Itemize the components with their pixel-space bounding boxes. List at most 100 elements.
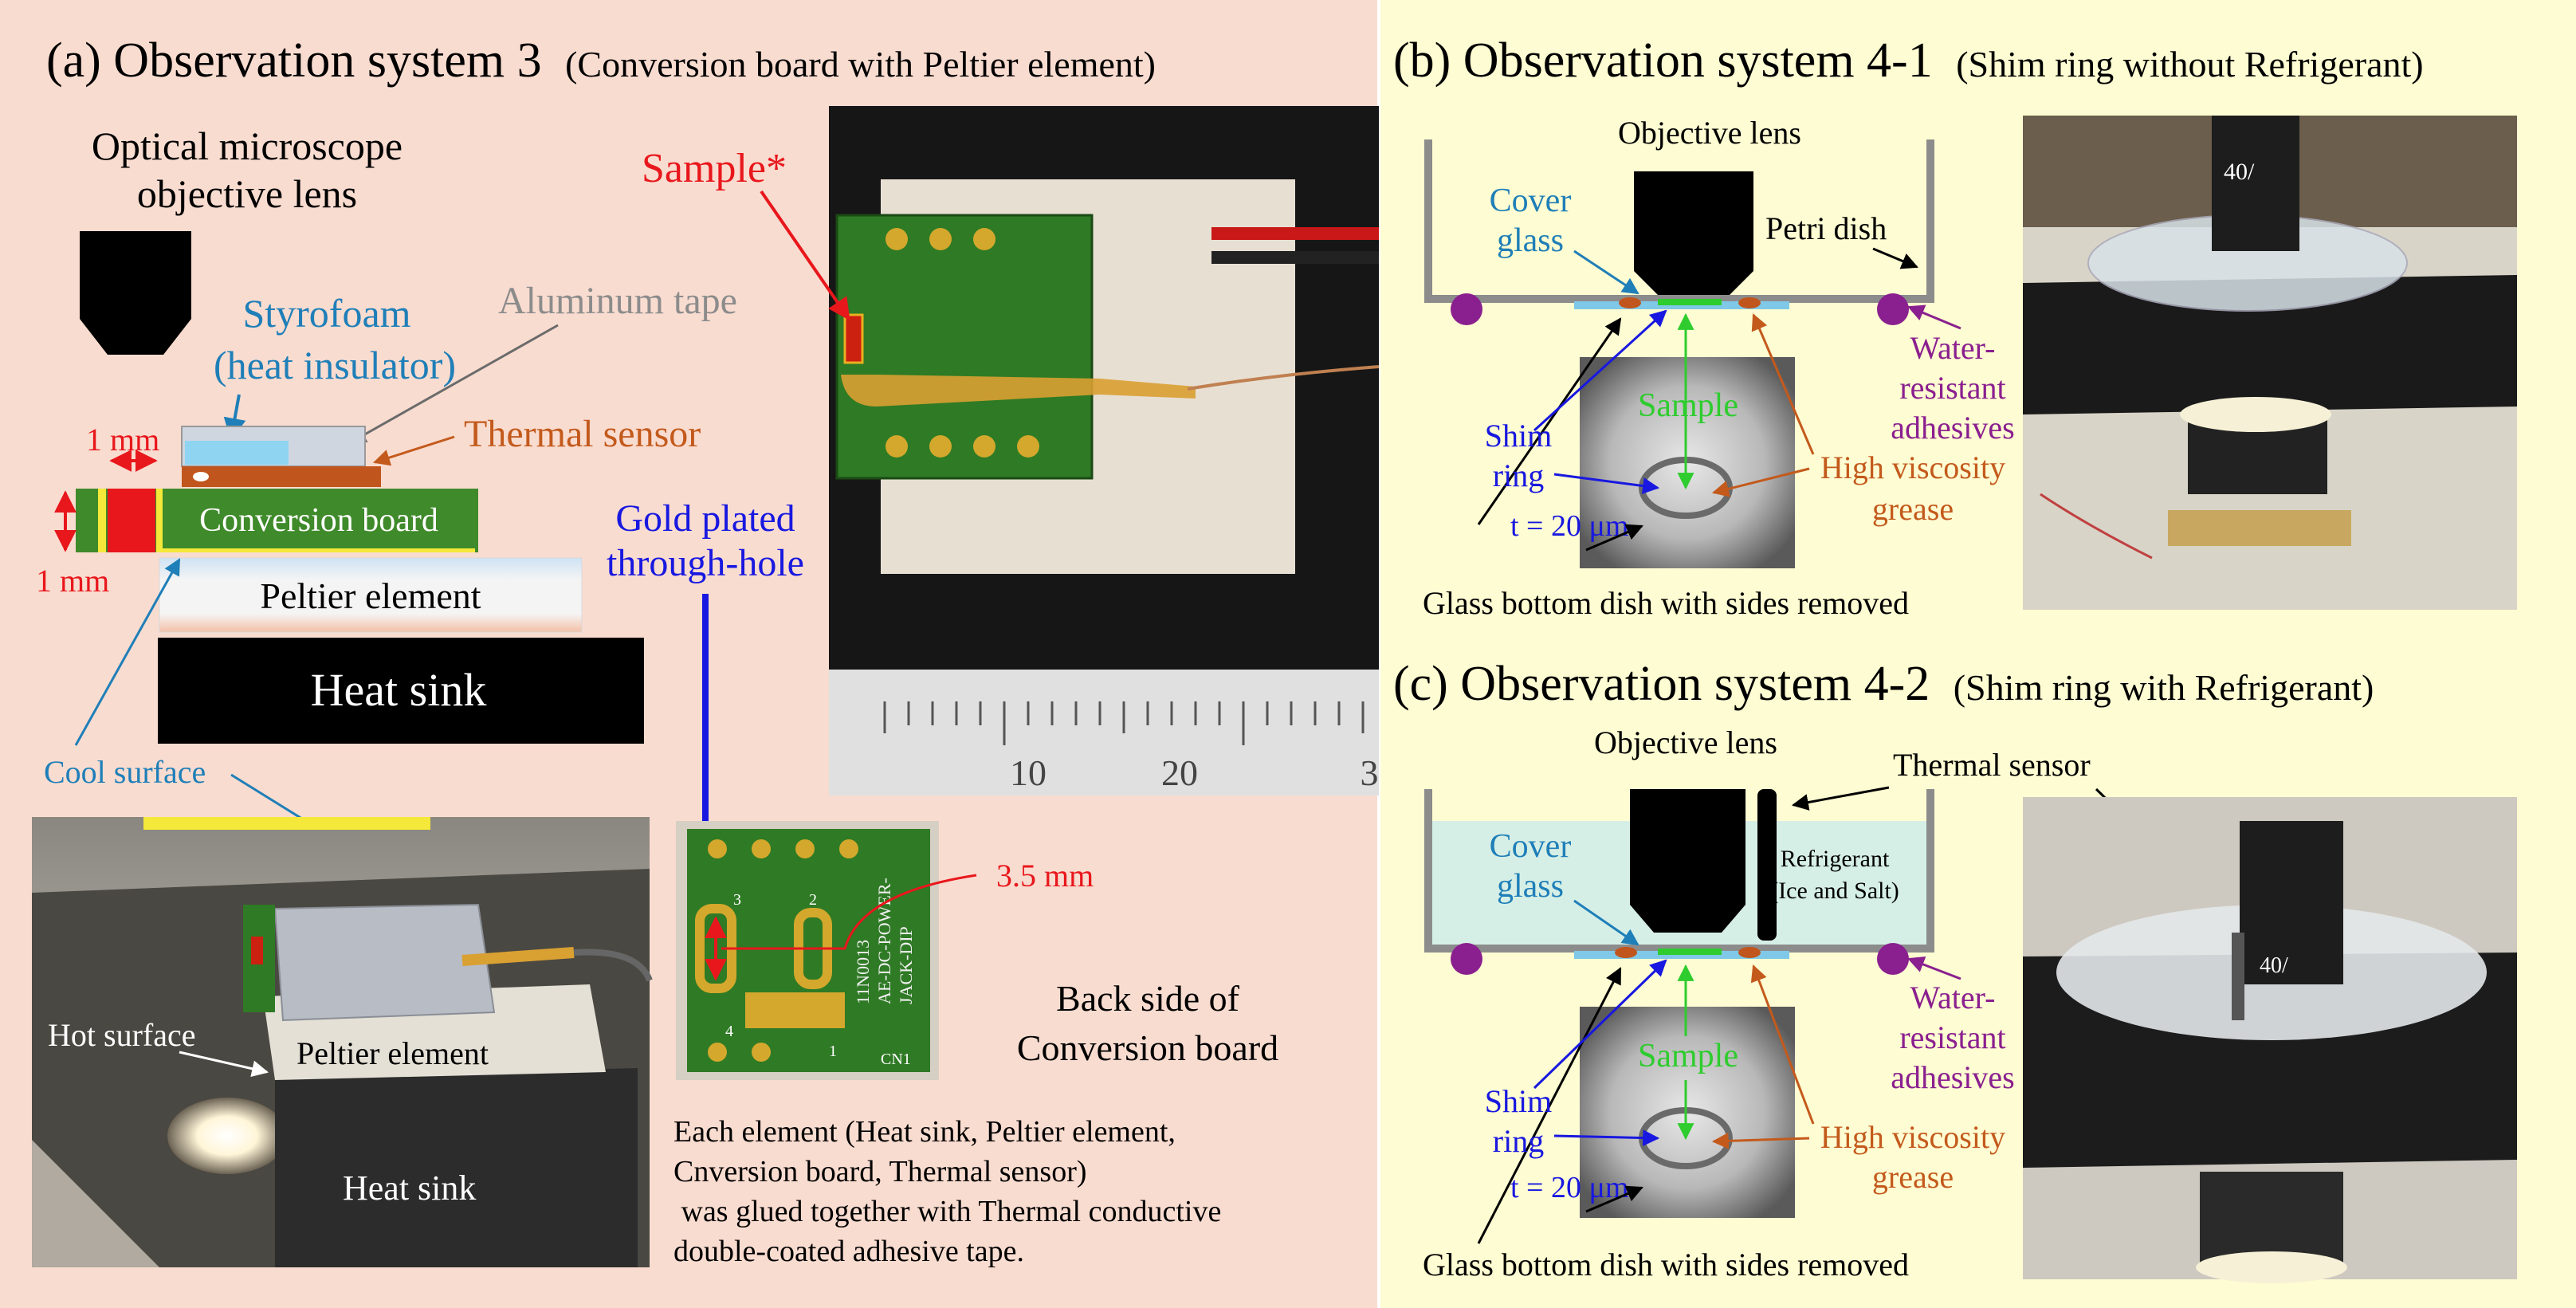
panel-b-grease-2: grease xyxy=(1872,491,1954,527)
panel-c-cover-label-2: glass xyxy=(1497,868,1564,905)
hole-size-label: 3.5 mm xyxy=(996,858,1094,894)
panel-b-water-1: Water- xyxy=(1910,330,1995,366)
panel-c-lens-mark: 40/ xyxy=(2260,953,2288,978)
panel-c-title: (c) Observation system 4-2 (Shim ring wi… xyxy=(1393,657,2374,711)
photo-sample-red xyxy=(843,313,864,364)
panel-c-grease-arrow xyxy=(1711,1132,1810,1149)
panel-c-photo: 40/ xyxy=(2023,797,2517,1283)
board-pin-2: 2 xyxy=(809,891,817,909)
board-yellow-line xyxy=(156,489,163,552)
panel-c-dish-label: Glass bottom dish with sides removed xyxy=(1423,1247,1909,1282)
photo-peltier-setup xyxy=(32,817,653,1267)
panel-c-cover-arrow xyxy=(1573,899,1639,946)
photo-lamp xyxy=(167,1098,287,1174)
panel-b-petri-arrow xyxy=(1872,247,1918,269)
panel-b-thickness: t = 20 μm xyxy=(1510,509,1628,543)
panel-c-water-arrow xyxy=(1907,956,1961,980)
panel-c-title-sub: (Shim ring with Refrigerant) xyxy=(1954,667,2374,708)
panel-b-water-2: resistant xyxy=(1899,370,2005,406)
sample-arrow xyxy=(760,190,850,321)
panel-b: (b) Observation system 4-1 (Shim ring wi… xyxy=(1393,33,2517,621)
panel-b-objective-lens xyxy=(1634,171,1753,295)
panel-b-title-main: (b) Observation system 4-1 xyxy=(1393,33,1933,88)
panel-c-shim-2: ring xyxy=(1493,1123,1544,1159)
board-pin-4: 4 xyxy=(725,1023,733,1040)
panel-c-shim-arrow-up xyxy=(1533,959,1667,1090)
photo-heat-sink-label: Heat sink xyxy=(343,1169,476,1208)
hot-surface-label: Hot surface xyxy=(48,1017,195,1053)
panel-c-grease-right xyxy=(1738,947,1761,958)
panel-b-dish-arrow-up xyxy=(1477,317,1622,525)
panel-a-title-sub: (Conversion board with Peltier element) xyxy=(565,44,1156,84)
panel-b-grease-arrow-up xyxy=(1751,313,1815,455)
panel-b-dish-label: Glass bottom dish with sides removed xyxy=(1423,585,1909,621)
back-side-label-line1: Back side of xyxy=(1056,978,1240,1019)
panel-c-refrigerant-2: (Ice and Salt) xyxy=(1770,878,1899,904)
note-line-2: Cnversion board, Thermal sensor) xyxy=(673,1155,1087,1188)
sensor-dot xyxy=(193,472,209,481)
styrofoam-label-line2: (heat insulator) xyxy=(214,343,456,387)
aluminum-tape-label: Aluminum tape xyxy=(498,280,737,322)
board-sample-red xyxy=(108,489,155,552)
photo-board-back: 11N0013 AE-DC-POWER- JACK-DIP 1 2 3 4 CN… xyxy=(676,821,977,1080)
panel-b-sample-label: Sample xyxy=(1638,387,1738,424)
ruler-label-20: 20 xyxy=(1161,752,1198,793)
heat-sink-block xyxy=(158,638,644,744)
hole-dim-leader xyxy=(721,874,977,950)
panel-b-title: (b) Observation system 4-1 (Shim ring wi… xyxy=(1393,33,2424,88)
panel-b-adhesive-right-dot xyxy=(1877,293,1909,325)
photo-black-wire xyxy=(1211,251,1379,264)
panel-c-grease-arrow-up xyxy=(1750,964,1815,1125)
photo-sample-chip xyxy=(251,937,263,964)
photo-conversion-board: 10 20 3 xyxy=(829,106,1380,795)
photo-sensor-wires xyxy=(1187,365,1380,391)
board-silk-1: 11N0013 xyxy=(853,940,873,1004)
panel-b-title-sub: (Shim ring without Refrigerant) xyxy=(1956,44,2423,84)
panel-b-shim-arrow xyxy=(1553,473,1660,494)
panel-b-objective-label: Objective lens xyxy=(1618,115,1801,151)
styrofoam-label-line1: Styrofoam xyxy=(242,291,410,336)
panel-c-objective-label: Objective lens xyxy=(1594,725,1777,760)
panel-c-grease-2: grease xyxy=(1872,1159,1954,1195)
cool-surface-label: Cool surface xyxy=(44,754,206,790)
board-silk-2: AE-DC-POWER- xyxy=(874,878,894,1004)
panel-b-cover-arrow xyxy=(1573,249,1639,295)
panel-b-grease-arrow xyxy=(1711,467,1810,497)
panel-b-shim-2: ring xyxy=(1493,458,1544,493)
photo-lens-yellow xyxy=(143,817,430,830)
panel-b-adhesive-left-dot xyxy=(1451,293,1482,325)
photo-red-wire xyxy=(1211,227,1379,240)
panel-c-water-3: adhesives xyxy=(1891,1059,2015,1095)
panel-b-cover-label-1: Cover xyxy=(1490,183,1572,219)
panel-c: (c) Observation system 4-2 (Shim ring wi… xyxy=(1393,657,2517,1283)
panel-b-petri-label: Petri dish xyxy=(1765,210,1887,246)
board-cn: CN1 xyxy=(881,1051,911,1068)
panel-b-photo: 40/ xyxy=(2023,116,2517,610)
panel-c-thickness: t = 20 μm xyxy=(1510,1171,1628,1204)
cool-surface-arrow-1 xyxy=(74,558,181,746)
photo-pcb-pads xyxy=(886,228,1039,458)
heat-sink-label: Heat sink xyxy=(311,664,487,716)
panel-b-grease-right xyxy=(1738,297,1761,308)
panel-c-thermal-label: Thermal sensor xyxy=(1893,747,2091,783)
photo-cable xyxy=(573,949,653,982)
panel-a-title: (a) Observation system 3 (Conversion boa… xyxy=(46,33,1156,88)
gold-plated-label-line2: through-hole xyxy=(607,542,804,584)
panel-c-sample-dot xyxy=(1658,949,1722,955)
panel-c-thermal-arrow xyxy=(1791,786,1890,811)
thermal-sensor-arrow xyxy=(372,435,455,466)
panel-b-lens-mark: 40/ xyxy=(2224,159,2255,185)
photo-sensor-leads xyxy=(461,947,575,966)
panel-c-shim-arrow xyxy=(1553,1129,1660,1147)
panel-b-water-3: adhesives xyxy=(1891,410,2015,446)
photo-clip xyxy=(32,1140,159,1267)
board-pin-3: 3 xyxy=(733,891,741,909)
panel-c-refrigerant-1: Refrigerant xyxy=(1781,846,1890,872)
back-side-label-line2: Conversion board xyxy=(1017,1027,1278,1068)
photo-peltier-label: Peltier element xyxy=(296,1035,489,1071)
dim-top-label: 1 mm xyxy=(86,422,159,458)
panel-c-thermal-probe xyxy=(1757,789,1777,941)
dim-left-label: 1 mm xyxy=(36,563,109,599)
aluminum-tape-arrow xyxy=(349,324,559,444)
